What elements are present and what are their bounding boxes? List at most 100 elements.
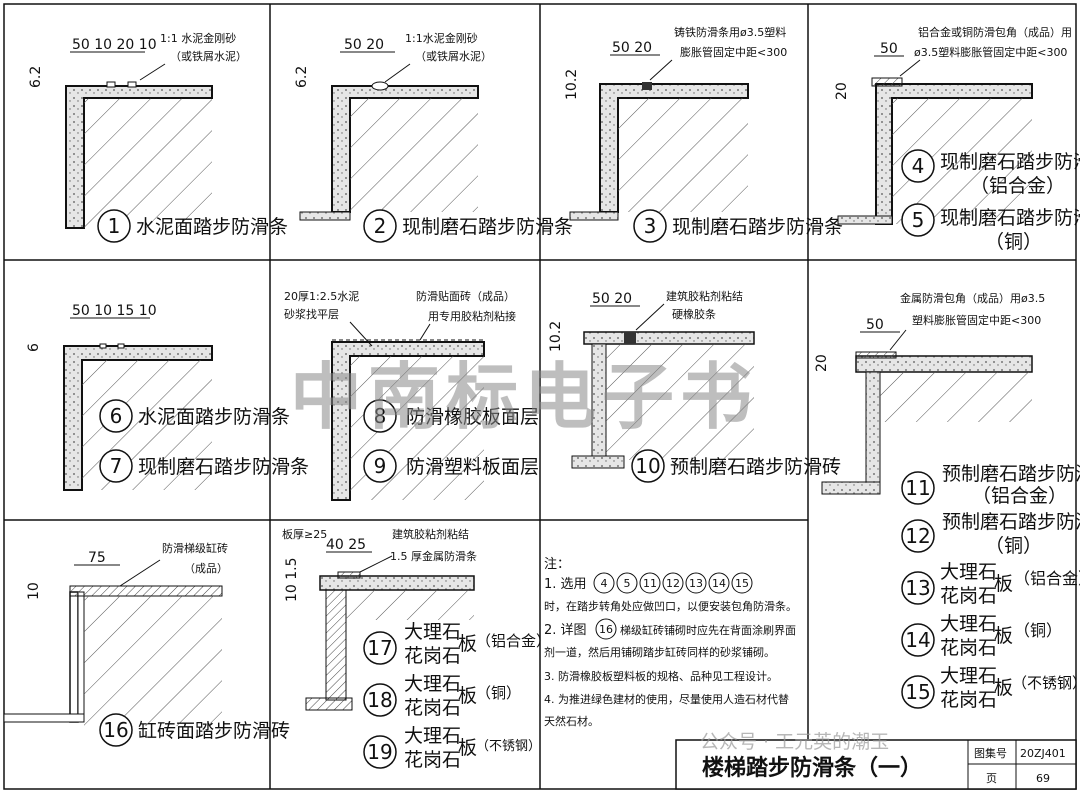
detail-number: 7 xyxy=(110,454,123,478)
callout: 建筑胶粘剂粘结 xyxy=(666,289,743,303)
material-label: （不锈钢） xyxy=(476,739,541,754)
detail-ref-number: 13 xyxy=(689,577,703,590)
callout-left: 板厚≥25 xyxy=(282,527,327,541)
detail-number: 4 xyxy=(912,154,925,178)
dim-h: 50 10 15 10 xyxy=(72,303,157,319)
detail-ref-marker xyxy=(731,572,753,594)
detail-2: 50 20 6.2 1:1水泥金刚砂 （或铁屑水泥） 2 现制磨石踏步防滑条 xyxy=(294,31,573,243)
detail-marker xyxy=(901,623,935,657)
callout-2: （或铁屑水泥） xyxy=(415,50,492,63)
note-4a: 4. 为推进绿色建材的使用，尽量使用人造石材代替 xyxy=(544,692,789,706)
callout: 铝合金或铜防滑包角（成品）用 xyxy=(918,25,1072,39)
material-label: （铜） xyxy=(1014,621,1062,640)
note-2b: 梯级缸砖铺砌时应先在背面涂刷界面 xyxy=(620,623,796,637)
detail-ref-number: 16 xyxy=(599,623,613,636)
detail-number: 19 xyxy=(367,740,392,764)
detail-subtitle: （铜） xyxy=(985,535,1042,557)
detail-marker xyxy=(901,519,935,553)
detail-number: 12 xyxy=(905,524,930,548)
callout: 铸铁防滑条用ø3.5塑料 xyxy=(674,25,786,39)
detail-marker xyxy=(901,675,935,709)
stone-label: 花岗石 xyxy=(404,645,461,667)
detail-ref-marker xyxy=(708,572,730,594)
material-label: （铝合金） xyxy=(1014,569,1080,588)
detail-number: 17 xyxy=(367,636,392,660)
detail-11-15: 50 20 金属防滑包角（成品）用ø3.5 塑料膨胀管固定中距<300 11 预… xyxy=(814,291,1080,711)
detail-title: 防滑橡胶板面层 xyxy=(406,406,539,428)
stone-label: 大理石 xyxy=(404,621,461,643)
detail-number: 13 xyxy=(905,576,930,600)
board-label: 板 xyxy=(994,625,1013,647)
detail-ref-marker xyxy=(639,572,661,594)
notes-heading: 注： xyxy=(544,557,570,572)
detail-marker xyxy=(363,449,397,483)
note-4b: 天然石材。 xyxy=(544,714,599,728)
detail-marker xyxy=(363,209,397,243)
sheet-frame xyxy=(3,3,1077,790)
callout: 金属防滑包角（成品）用ø3.5 xyxy=(900,291,1045,305)
detail-title: 现制磨石踏步防滑条 xyxy=(672,216,843,238)
dim-v: 10 xyxy=(26,582,42,600)
detail-8-9: 20厚1:2.5水泥 砂浆找平层 防滑贴面砖（成品） 用专用胶粘剂粘接 8 防滑… xyxy=(284,289,539,501)
detail-number: 15 xyxy=(905,680,930,704)
board-label: 板 xyxy=(994,573,1013,595)
atlas-number: 20ZJ401 xyxy=(1020,747,1066,760)
detail-number: 6 xyxy=(110,404,123,428)
detail-title: 现制磨石踏步防滑条 xyxy=(138,456,309,478)
detail-ref-marker xyxy=(616,572,638,594)
detail-marker xyxy=(901,203,935,237)
detail-title: 防滑塑料板面层 xyxy=(406,456,539,478)
detail-title: 现制磨石踏步防滑条 xyxy=(940,151,1080,173)
dim-h: 50 10 20 10 xyxy=(72,37,157,53)
callout: 1:1水泥金刚砂 xyxy=(405,31,478,45)
title-block: 楼梯踏步防滑条（一） 图集号 20ZJ401 页 69 公众号 · 工元英的潮玉 xyxy=(675,731,1077,790)
dim-h: 50 xyxy=(880,41,898,57)
detail-marker xyxy=(99,399,133,433)
detail-marker xyxy=(97,209,131,243)
detail-ref-number: 4 xyxy=(601,577,608,590)
detail-number: 3 xyxy=(644,214,657,238)
detail-marker xyxy=(633,209,667,243)
callout-left: 20厚1:2.5水泥 xyxy=(284,290,359,303)
watermark: 中南标电子书 xyxy=(290,355,758,439)
detail-subtitle: （铝合金） xyxy=(972,485,1067,507)
dim-v: 20 xyxy=(814,354,830,372)
detail-3: 50 20 10.2 铸铁防滑条用ø3.5塑料 膨胀管固定中距<300 3 现制… xyxy=(564,25,843,243)
stone-label: 花岗石 xyxy=(940,585,997,607)
stone-label: 大理石 xyxy=(404,673,461,695)
detail-number: 9 xyxy=(374,454,387,478)
stone-label: 大理石 xyxy=(940,613,997,635)
board-label: 板 xyxy=(458,685,477,707)
detail-number: 5 xyxy=(912,208,925,232)
callout: 防滑梯级缸砖 xyxy=(162,541,228,555)
detail-marker xyxy=(99,449,133,483)
detail-title: 预制磨石踏步防滑条 xyxy=(942,511,1080,533)
detail-ref-marker xyxy=(595,618,617,640)
board-label: 板 xyxy=(458,737,477,759)
detail-ref-number: 15 xyxy=(735,577,749,590)
detail-number: 18 xyxy=(367,688,392,712)
board-label: 板 xyxy=(994,677,1013,699)
detail-16: 75 10 防滑梯级缸砖 （成品） 16 缸砖面踏步防滑砖 xyxy=(3,541,290,747)
detail-17-19: 40 25 10 1.5 板厚≥25 建筑胶粘剂粘结 1.5 厚金属防滑条 17… xyxy=(282,527,551,771)
note-1b: 时，在踏步转角处应做凹口，以便安装包角防滑条。 xyxy=(544,599,797,613)
detail-marker xyxy=(363,735,397,769)
dim-v: 10.2 xyxy=(564,69,580,100)
detail-subtitle: （铜） xyxy=(985,231,1042,253)
overlay-text: 公众号 · 工元英的潮玉 xyxy=(700,731,889,753)
board-label: 板 xyxy=(458,633,477,655)
callout-2: 塑料膨胀管固定中距<300 xyxy=(912,313,1041,327)
detail-1: 50 10 20 10 6.2 1:1 水泥金刚砂 （或铁屑水泥） 1 水泥面踏… xyxy=(28,31,288,243)
callout-2: （或铁屑水泥） xyxy=(170,50,247,63)
stone-label: 大理石 xyxy=(940,561,997,583)
material-label: （铜） xyxy=(476,684,521,702)
stone-label: 花岗石 xyxy=(940,689,997,711)
material-label: （铝合金） xyxy=(476,632,551,650)
detail-title: 缸砖面踏步防滑砖 xyxy=(138,720,290,742)
detail-number: 1 xyxy=(108,214,121,238)
dim-h: 75 xyxy=(88,550,106,566)
dim-v: 10 1.5 xyxy=(284,557,300,602)
note-2a: 2. 详图 xyxy=(544,623,587,638)
